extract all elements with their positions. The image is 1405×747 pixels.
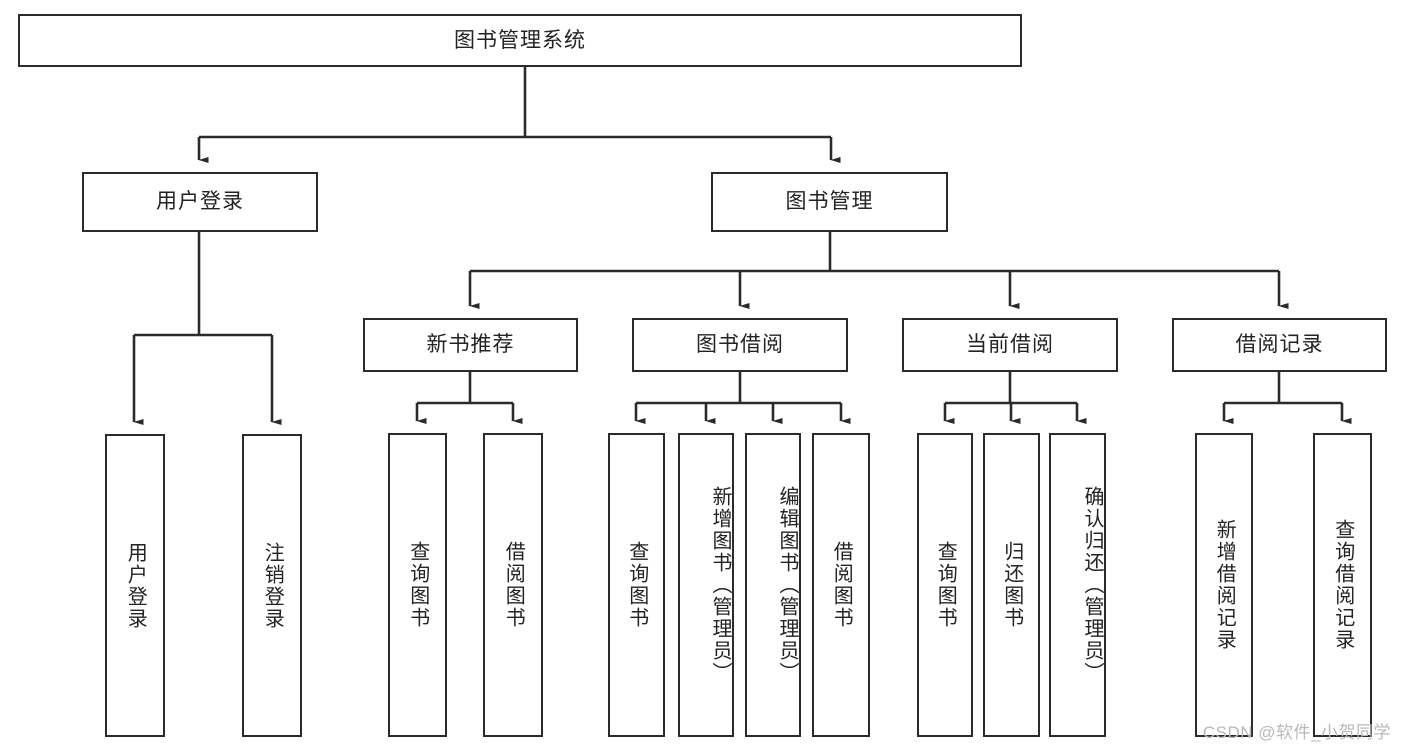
node-query-book-2[interactable]: 查询图书 [608, 433, 665, 737]
node-current-borrow-label: 当前借阅 [966, 333, 1054, 357]
node-book-management-label: 图书管理 [785, 190, 874, 214]
node-add-borrow-record[interactable]: 新增借阅记录 [1195, 433, 1253, 737]
node-borrow-book-1[interactable]: 借阅图书 [483, 433, 543, 737]
node-return-book[interactable]: 归还图书 [983, 433, 1040, 737]
node-add-borrow-record-label: 新增借阅记录 [1213, 519, 1236, 651]
node-query-book-3[interactable]: 查询图书 [917, 433, 973, 737]
node-user-login-label: 用户登录 [156, 190, 244, 214]
node-query-book-1-label: 查询图书 [406, 541, 429, 629]
node-query-book-3-label: 查询图书 [934, 541, 957, 629]
node-book-borrow[interactable]: 图书借阅 [632, 318, 848, 372]
node-query-borrow-record[interactable]: 查询借阅记录 [1313, 433, 1372, 737]
node-add-book-admin-label: 新增图书（管理员） [709, 486, 731, 684]
node-return-book-label: 归还图书 [1000, 541, 1023, 629]
node-new-book-recommend-label: 新书推荐 [426, 333, 515, 357]
node-borrow-book-1-label: 借阅图书 [502, 541, 525, 629]
node-edit-book-admin[interactable]: 编辑图书（管理员） [745, 433, 801, 737]
node-borrow-records[interactable]: 借阅记录 [1172, 318, 1387, 372]
node-current-borrow[interactable]: 当前借阅 [902, 318, 1118, 372]
node-user-logout-action[interactable]: 注销登录 [242, 434, 302, 737]
node-confirm-return-admin-label: 确认归还（管理员） [1081, 486, 1103, 684]
node-user-logout-action-label: 注销登录 [261, 541, 284, 630]
node-user-login-action-label: 用户登录 [124, 541, 147, 630]
node-user-login-action[interactable]: 用户登录 [105, 434, 165, 737]
node-user-login[interactable]: 用户登录 [82, 172, 318, 232]
node-borrow-records-label: 借阅记录 [1235, 333, 1324, 357]
node-book-borrow-label: 图书借阅 [696, 333, 784, 357]
node-query-book-2-label: 查询图书 [625, 541, 648, 629]
node-add-book-admin[interactable]: 新增图书（管理员） [678, 433, 734, 737]
node-root-label: 图书管理系统 [454, 28, 586, 52]
node-confirm-return-admin[interactable]: 确认归还（管理员） [1049, 433, 1106, 737]
watermark: CSDN @软件_小贺同学 [1202, 723, 1391, 742]
node-root[interactable]: 图书管理系统 [18, 14, 1022, 67]
node-query-borrow-record-label: 查询借阅记录 [1331, 519, 1354, 651]
node-borrow-book-2-label: 借阅图书 [830, 541, 853, 629]
node-edit-book-admin-label: 编辑图书（管理员） [776, 486, 798, 684]
node-new-book-recommend[interactable]: 新书推荐 [363, 318, 578, 372]
node-borrow-book-2[interactable]: 借阅图书 [812, 433, 870, 737]
node-book-management[interactable]: 图书管理 [711, 172, 948, 232]
node-query-book-1[interactable]: 查询图书 [388, 433, 447, 737]
